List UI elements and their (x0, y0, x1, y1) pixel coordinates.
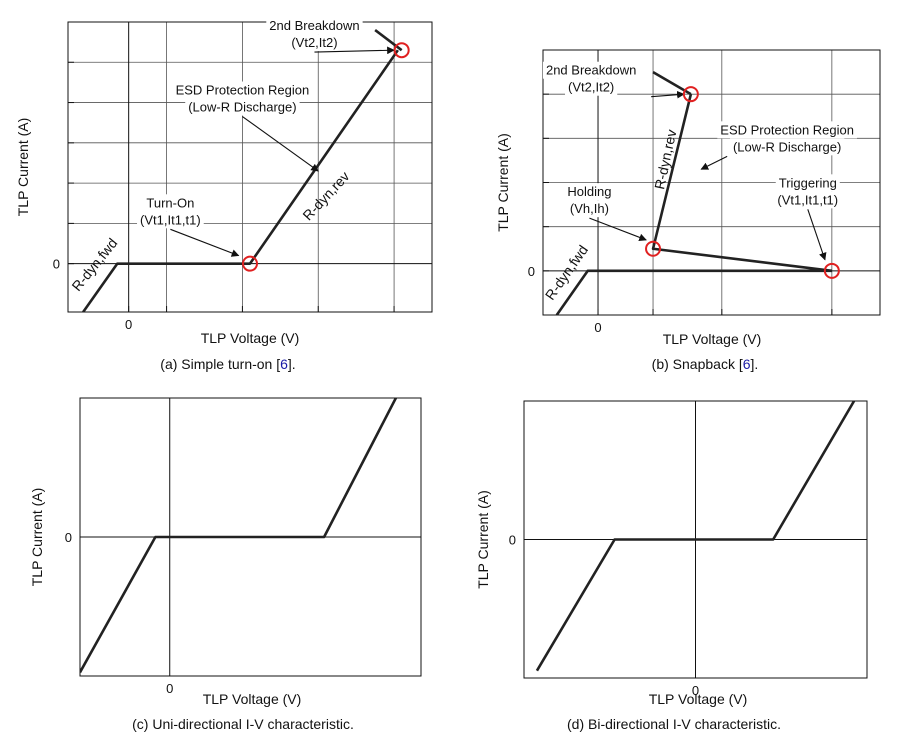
annotation-arrow (314, 46, 395, 55)
annotation-bg (288, 34, 341, 52)
annotation-text: Turn-On (146, 195, 194, 210)
annotation-text: (Vt1,It1,t1) (140, 212, 201, 227)
caption-text: (c) Uni-directional I-V characteristic. (132, 716, 354, 732)
annotation-bg (185, 98, 300, 116)
x-axis-label: TLP Voltage (V) (649, 691, 748, 707)
plot-frame (79, 397, 422, 677)
slope-label: R-dyn,fwd (542, 242, 591, 303)
series-line-a-0 (82, 49, 399, 312)
annotation-bg (172, 81, 313, 99)
series-line-d-0 (535, 401, 856, 672)
annotation-bg (775, 174, 840, 192)
caption-text: (b) Snapback [ (652, 356, 743, 372)
x-axis-label: TLP Voltage (V) (201, 330, 300, 346)
slope-label: R-dyn,fwd (68, 235, 120, 294)
y-tick-label: 0 (509, 533, 516, 548)
y-tick-label: 0 (53, 257, 60, 272)
annotation-arrow (170, 228, 240, 257)
annotation-text: (Vt1,It1,t1) (777, 192, 838, 207)
annotation-arrow (700, 155, 728, 170)
key-point-marker (645, 240, 662, 257)
annotation-text: Triggering (779, 175, 837, 190)
y-axis-label: TLP Current (A) (495, 133, 511, 232)
y-tick-label: 0 (65, 530, 72, 545)
panel-caption: (d) Bi-directional I-V characteristic. (567, 716, 781, 732)
annotation-text: Holding (567, 184, 611, 199)
annotation-text: (Low-R Discharge) (733, 139, 841, 154)
key-point-marker (242, 255, 258, 272)
annotation-arrow (651, 90, 685, 99)
key-point-marker (393, 42, 410, 59)
y-axis-label: TLP Current (A) (15, 118, 31, 217)
annotation-bg (565, 78, 618, 96)
annotation-arrow (807, 209, 827, 261)
x-tick-label: 0 (594, 320, 601, 335)
annotation-text: (Vt2,It2) (291, 35, 337, 50)
x-tick-label: 0 (166, 681, 173, 696)
y-tick-label: 0 (528, 264, 535, 279)
series-line-c-0 (80, 398, 398, 673)
series-extension-a-0 (374, 29, 403, 52)
caption-text: (d) Bi-directional I-V characteristic. (567, 716, 781, 732)
citation-link[interactable]: 6 (743, 356, 751, 372)
annotation-bg (266, 17, 363, 35)
x-tick-label: 0 (125, 317, 132, 332)
annotation-text: 2nd Breakdown (546, 63, 636, 78)
caption-text: ]. (288, 356, 296, 372)
annotation-text: ESD Protection Region (176, 83, 310, 98)
annotation-arrow (242, 116, 319, 172)
annotation-arrow (589, 217, 647, 242)
panel-caption: (b) Snapback [6]. (652, 356, 759, 372)
annotation-bg (564, 183, 615, 201)
annotation-bg (137, 211, 204, 229)
x-axis-label: TLP Voltage (V) (203, 691, 302, 707)
panel-a: 2nd Breakdown (Vt2,It2) ESD Protection Reg… (15, 17, 433, 372)
series-line-b-1 (651, 93, 833, 273)
citation-link[interactable]: 6 (280, 356, 288, 372)
plot-frame (523, 400, 868, 679)
annotation-bg (717, 121, 857, 139)
y-axis-label: TLP Current (A) (475, 490, 491, 589)
annotation-bg (143, 194, 198, 212)
x-tick-label: 0 (692, 683, 699, 698)
plot-frame (67, 21, 433, 313)
panel-b: 2nd Breakdown (Vt2,It2) ESD Protection Reg… (495, 49, 881, 372)
annotation-text: (Low-R Discharge) (188, 100, 296, 115)
key-point-marker (823, 262, 840, 279)
annotation-bg (774, 191, 842, 209)
x-axis-label: TLP Voltage (V) (663, 331, 762, 347)
annotation-text: ESD Protection Region (720, 122, 854, 137)
annotation-text: (Vh,Ih) (570, 201, 609, 216)
slope-label: R-dyn,rev (299, 168, 352, 223)
annotation-bg (542, 61, 640, 79)
caption-text: ]. (751, 356, 759, 372)
y-axis-label: TLP Current (A) (29, 488, 45, 587)
caption-text: (a) Simple turn-on [ (160, 356, 280, 372)
panel-caption: (c) Uni-directional I-V characteristic. (132, 716, 354, 732)
annotation-text: 2nd Breakdown (269, 18, 359, 33)
panel-caption: (a) Simple turn-on [6]. (160, 356, 295, 372)
annotation-bg (566, 200, 612, 218)
annotation-text: (Vt2,It2) (568, 80, 614, 95)
key-point-marker (682, 86, 699, 103)
series-line-b-0 (555, 269, 832, 315)
annotation-bg (729, 138, 845, 156)
